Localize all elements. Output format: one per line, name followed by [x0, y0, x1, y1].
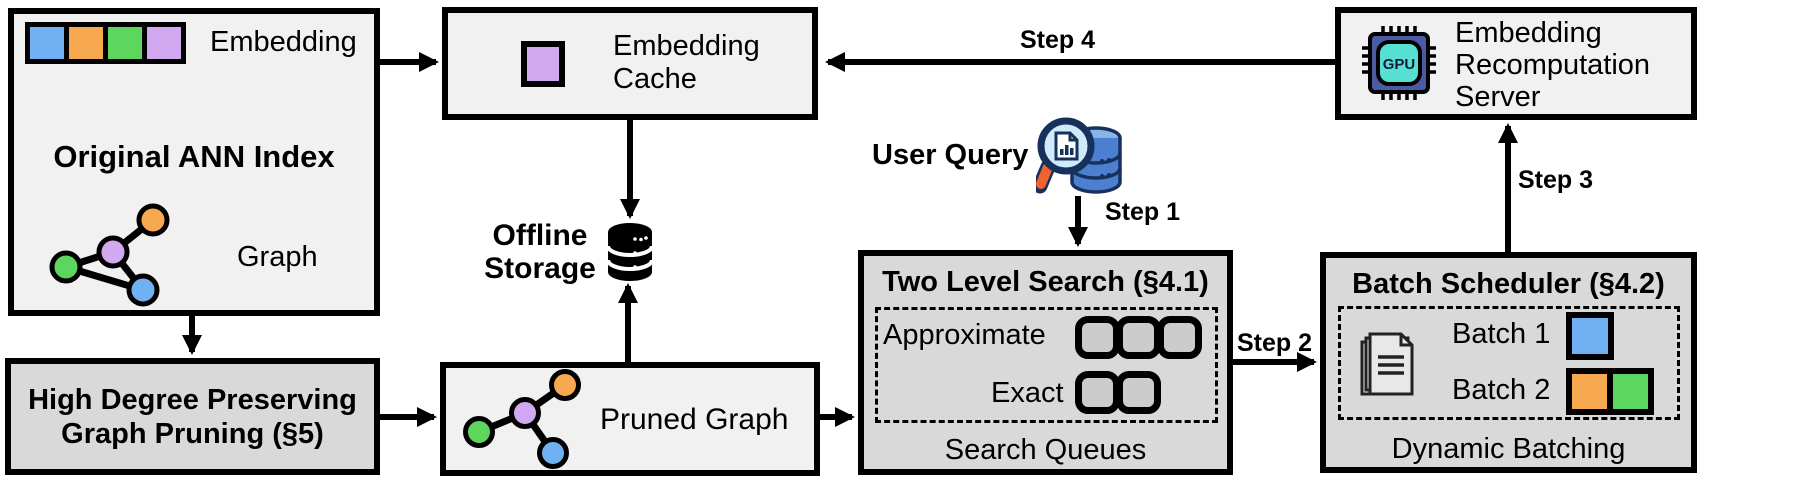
dynamic-batching-label: Dynamic Batching: [1391, 433, 1626, 465]
step4-label: Step 4: [1020, 26, 1096, 54]
embedding-cell-purple: [142, 22, 186, 64]
embedding-cache-box: Embedding Cache: [442, 7, 818, 120]
graph-pruning-box: High Degree Preserving Graph Pruning (§5…: [5, 358, 380, 475]
query-search-icon: [1036, 117, 1122, 194]
graph-pruning-title-line2: Graph Pruning (§5): [61, 417, 324, 450]
batch1-label: Batch 1: [1452, 318, 1551, 350]
queue-slot: [1116, 316, 1161, 359]
graph-label: Graph: [237, 241, 318, 273]
dynamic-batching-dashed-region: [1338, 306, 1680, 420]
batch-scheduler-title: Batch Scheduler (§4.2): [1352, 268, 1665, 300]
gpu-icon-label: GPU: [1383, 56, 1416, 73]
step1-label: Step 1: [1105, 198, 1181, 226]
queue-slot: [1116, 371, 1161, 414]
ann-graph-icon: [49, 203, 170, 307]
magnifier-handle: [1036, 162, 1053, 189]
gpu-icon: GPU: [1362, 26, 1436, 100]
exact-queues: [1075, 371, 1161, 414]
embedding-cell-orange: [64, 22, 108, 64]
pruned-graph-label: Pruned Graph: [600, 403, 789, 436]
batch2-item-orange: [1566, 368, 1613, 415]
approximate-label: Approximate: [883, 319, 1046, 351]
queue-slot: [1075, 316, 1120, 359]
recomputation-server-box: GPU Embedding Recomputation Server: [1335, 7, 1697, 120]
offline-storage-label: Offline Storage: [484, 219, 596, 285]
graph-pruning-title-line1: High Degree Preserving: [28, 383, 357, 416]
two-level-search-title: Two Level Search (§4.1): [882, 266, 1209, 298]
exact-label: Exact: [991, 377, 1064, 409]
original-ann-index-title: Original ANN Index: [53, 139, 335, 174]
step2-label: Step 2: [1237, 329, 1313, 357]
batch2-item-green: [1607, 368, 1654, 415]
embedding-vector-icon: [25, 22, 186, 64]
search-queues-label: Search Queues: [944, 434, 1147, 466]
embedding-label: Embedding: [210, 26, 357, 58]
embedding-cell-green: [103, 22, 147, 64]
batch2-items: [1566, 368, 1654, 415]
step3-label: Step 3: [1518, 166, 1594, 194]
two-level-search-box: Two Level Search (§4.1) Approximate Exac…: [858, 250, 1233, 475]
batch-scheduler-box: Batch Scheduler (§4.2) Batch 1 Batch 2 D…: [1320, 252, 1697, 473]
database-icon: [606, 223, 654, 281]
cached-embedding-icon: [521, 41, 565, 87]
embedding-cell-blue: [25, 22, 69, 64]
queue-slot: [1075, 371, 1120, 414]
pruned-graph-box: Pruned Graph: [440, 362, 820, 476]
documents-icon: [1360, 332, 1414, 396]
original-ann-index-box: Embedding Original ANN Index Graph: [8, 8, 380, 316]
pruned-graph-icon: [463, 369, 581, 469]
search-queues-dashed-region: [875, 307, 1218, 423]
recomputation-server-title: Embedding Recomputation Server: [1455, 17, 1651, 113]
batch1-item-blue: [1566, 312, 1614, 360]
approximate-queues: [1075, 316, 1202, 359]
embedding-cache-title: Embedding Cache: [613, 30, 760, 95]
queue-slot: [1157, 316, 1202, 359]
batch2-label: Batch 2: [1452, 374, 1551, 406]
user-query-label: User Query: [872, 139, 1029, 171]
